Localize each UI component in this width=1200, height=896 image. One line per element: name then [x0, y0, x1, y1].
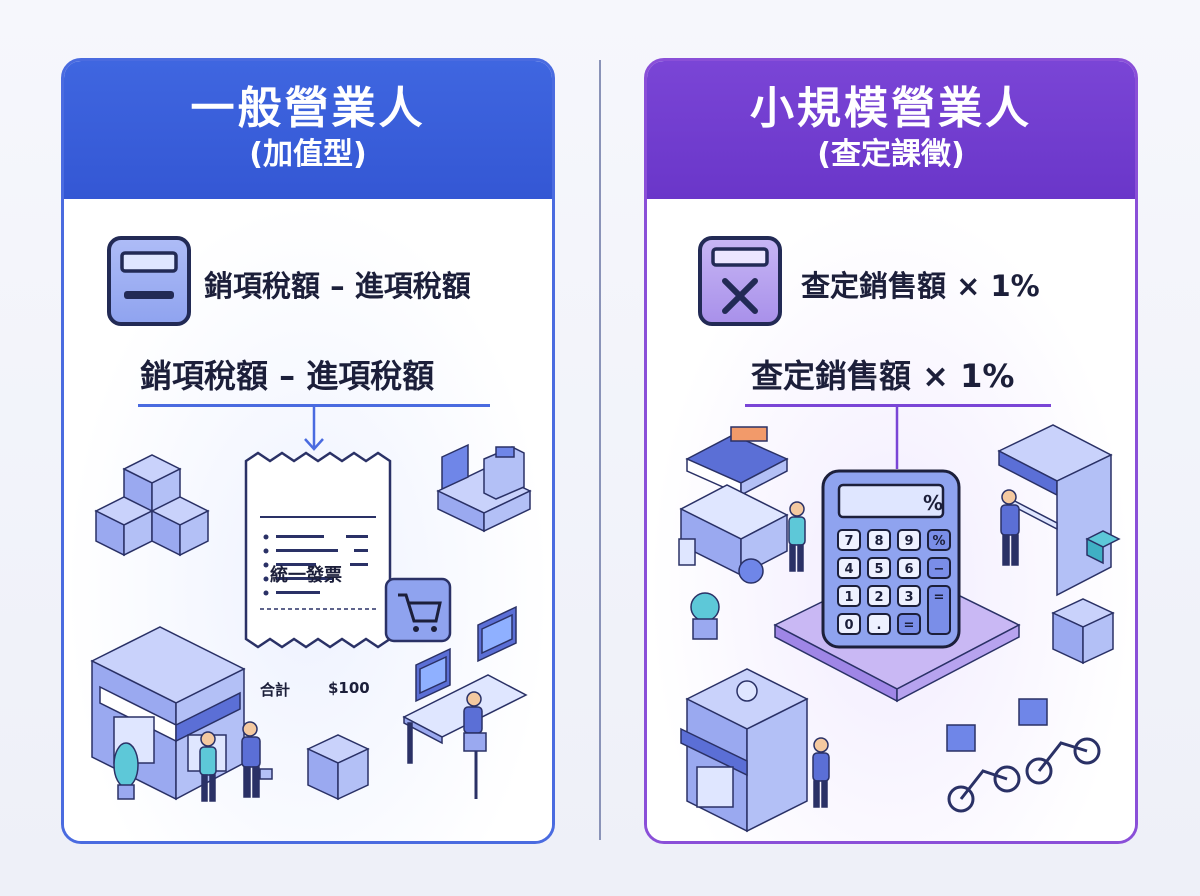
calculator-key: 0 [837, 613, 861, 635]
cash-register-icon [436, 443, 532, 533]
calculator-key: 2 [867, 585, 891, 607]
package-box-icon [306, 734, 370, 801]
convenience-store-icon [680, 668, 830, 833]
repair-shop-icon [997, 424, 1121, 597]
small-business-panel: 小規模營業人 (查定課徵) 查定銷售額 × 1% 查定銷售額 × 1% [644, 58, 1138, 844]
food-cart-icon [678, 426, 806, 584]
general-business-title: 一般營業人 [190, 83, 426, 134]
boxes-icon [94, 454, 210, 557]
calculator-key: 6 [897, 557, 921, 579]
calculator-key: = [897, 613, 921, 635]
invoice-receipt [244, 451, 392, 649]
formula-small: 查定銷售額 × 1% [801, 269, 1040, 303]
receipt-total-label: 合計 [260, 681, 291, 699]
general-business-subtitle: (加值型) [249, 137, 367, 172]
receipt-title: 統一發票 [270, 565, 342, 586]
plant-icon [113, 742, 139, 800]
calculator-minus-icon [107, 236, 191, 326]
calculator-key: % [927, 529, 951, 551]
calculator-key: 9 [897, 529, 921, 551]
calculator-key: 1 [837, 585, 861, 607]
small-business-body: 查定銷售額 × 1% 查定銷售額 × 1% [647, 199, 1135, 841]
general-business-panel: 一般營業人 (加值型) 銷項稅額 – 進項稅額 銷項稅額 – 進項稅額 [61, 58, 555, 844]
general-business-body: 銷項稅額 – 進項稅額 銷項稅額 – 進項稅額 [64, 199, 552, 841]
formula-underline [745, 404, 1051, 407]
calculator-key: 7 [837, 529, 861, 551]
formula-small: 銷項稅額 – 進項稅額 [204, 269, 471, 303]
calculator-key: − [927, 557, 951, 579]
small-business-header: 小規模營業人 (查定課徵) [647, 61, 1135, 199]
globe-icon [690, 592, 720, 640]
small-business-subtitle: (查定課徵) [817, 137, 965, 172]
calculator-key: . [867, 613, 891, 635]
storefront-icon [90, 626, 246, 801]
calculator-key: 5 [867, 557, 891, 579]
package-box-icon [1051, 598, 1115, 665]
formula-underline [138, 404, 490, 407]
receipt-total-value: $100 [328, 679, 370, 697]
calculator-key: 3 [897, 585, 921, 607]
delivery-scooter-icon [946, 698, 1101, 813]
customers-figures [199, 721, 273, 802]
calculator-key: 8 [867, 529, 891, 551]
general-business-illustration [90, 407, 532, 802]
calculator-display: % [923, 491, 944, 515]
small-business-title: 小規模營業人 [750, 83, 1032, 134]
calculator-key: = [927, 585, 951, 635]
calculator-key: 4 [837, 557, 861, 579]
center-divider [599, 60, 601, 840]
formula-large: 查定銷售額 × 1% [751, 357, 1015, 395]
general-business-header: 一般營業人 (加值型) [64, 61, 552, 199]
office-workstation-icon [402, 605, 528, 799]
formula-large: 銷項稅額 – 進項稅額 [140, 357, 435, 395]
shopping-cart-icon [384, 577, 452, 643]
down-arrow-icon [304, 407, 324, 451]
calculator-multiply-icon [698, 236, 782, 326]
